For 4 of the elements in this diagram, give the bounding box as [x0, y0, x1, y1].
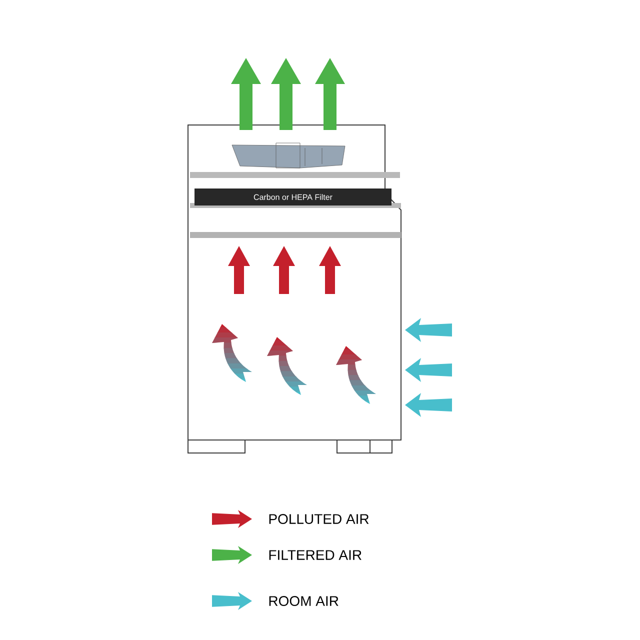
- filter-band: Carbon or HEPA Filter: [194, 188, 392, 206]
- legend-text: FILTERED AIR: [269, 550, 362, 560]
- legend-text: POLLUTED AIR: [269, 514, 369, 524]
- legend-text: ROOM AIR: [269, 596, 338, 606]
